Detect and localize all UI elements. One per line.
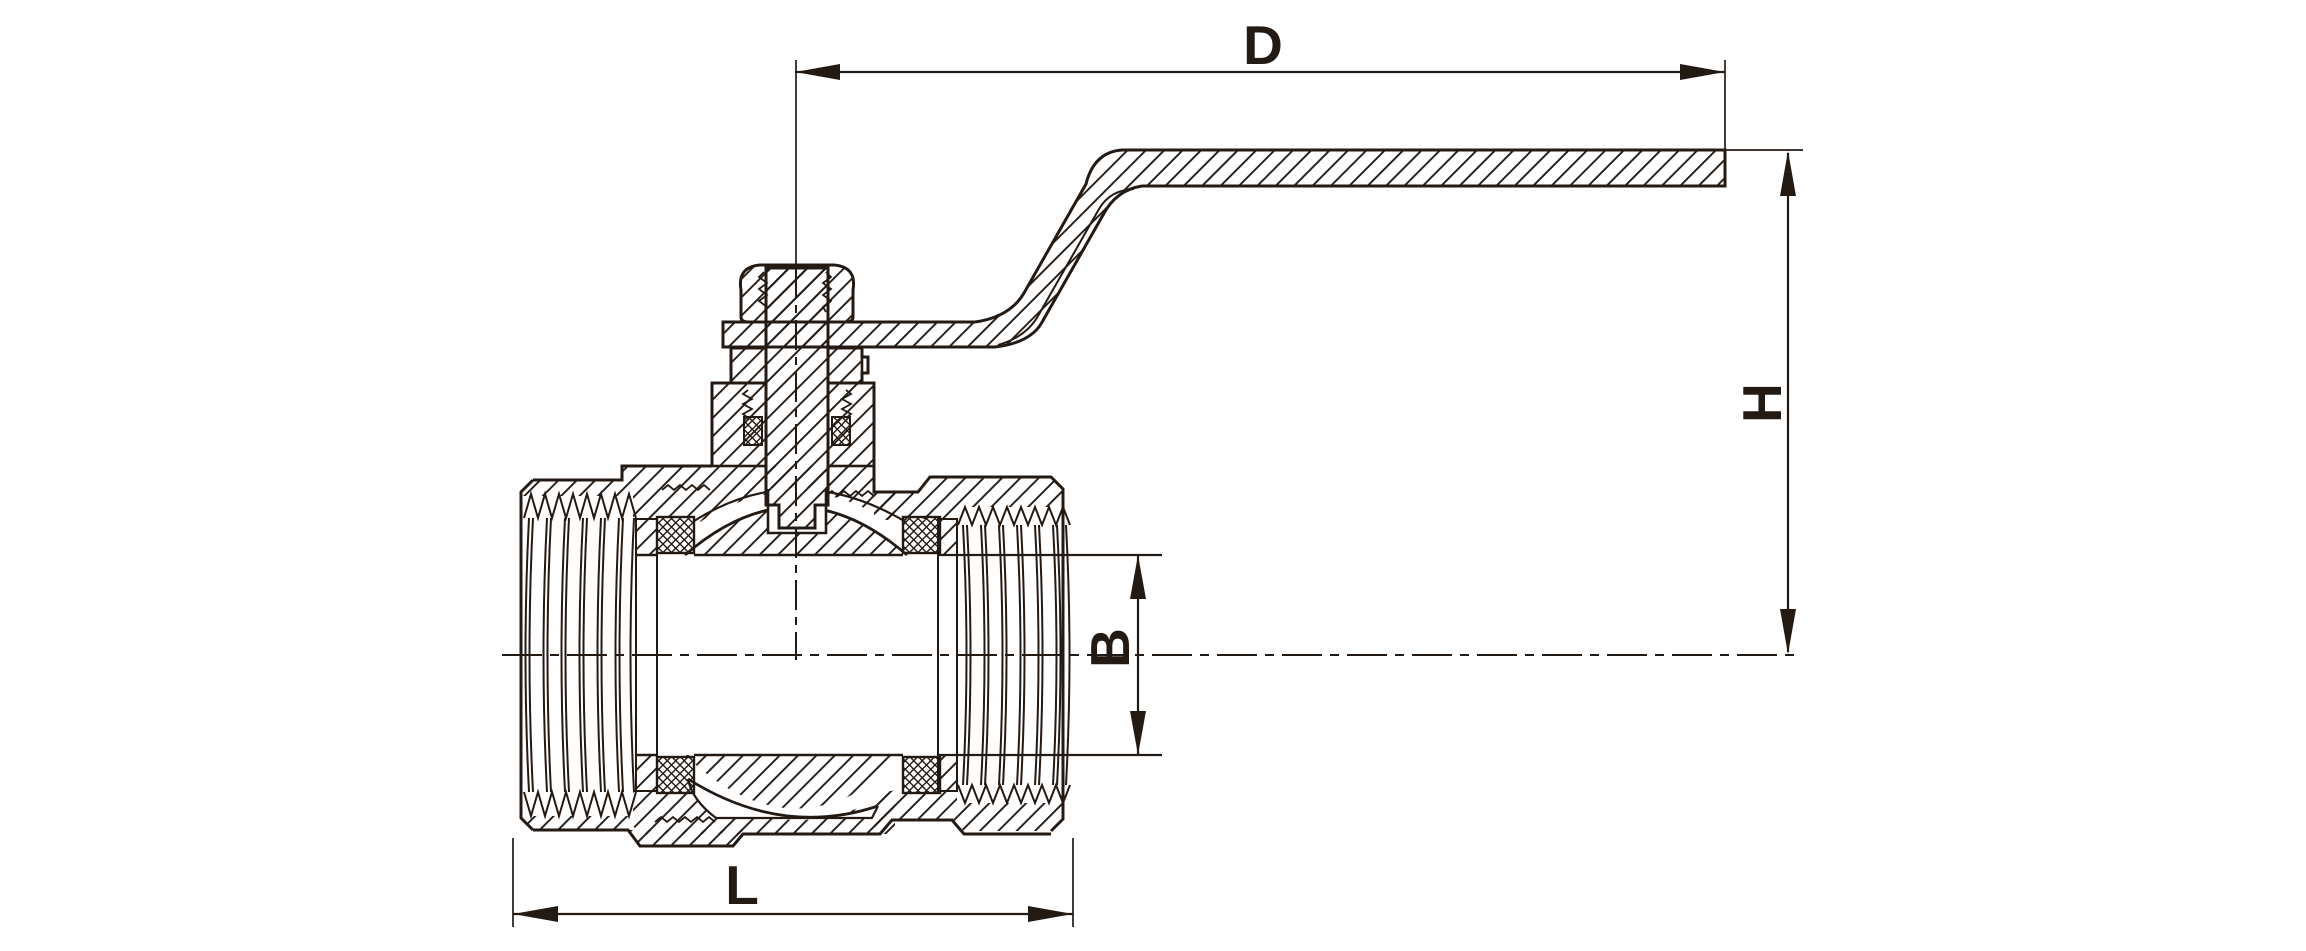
thread-crest-bottom-left — [523, 788, 637, 820]
dimension-label-D: D — [1243, 14, 1283, 76]
dimension-B — [1130, 555, 1146, 755]
thread-crest-bottom-right — [957, 782, 1071, 806]
body-outlines — [519, 346, 1065, 848]
ball-clearance-gap — [688, 779, 878, 818]
bore-extension-lines — [938, 553, 1162, 757]
arrowhead-down-icon — [1130, 711, 1146, 755]
dimension-L-extensions — [512, 838, 1074, 927]
stem-packing — [743, 416, 851, 446]
seat-bottom-right — [901, 755, 942, 795]
packing-springs — [741, 389, 853, 419]
ball-lower-section — [685, 755, 907, 809]
packing-nut-threads — [757, 271, 833, 313]
arrowhead-left-icon — [513, 906, 558, 922]
arrowhead-right-icon — [1680, 64, 1725, 80]
arrowhead-up-icon — [1130, 555, 1146, 599]
arrowhead-left-icon — [795, 64, 840, 80]
ball-seats — [655, 515, 942, 795]
dimension-label-L: L — [725, 854, 759, 916]
dimension-H — [1720, 149, 1803, 654]
thread-crest-top-right — [957, 504, 1071, 528]
arrowhead-down-icon — [1780, 609, 1796, 654]
dimension-label-B: B — [1079, 628, 1141, 668]
centerlines — [502, 60, 1802, 660]
lever-handle-inner-edge — [997, 188, 1135, 346]
thread-crest-top-left — [523, 490, 637, 522]
joint-thread-marks — [654, 483, 875, 824]
dimension-L — [512, 838, 1074, 927]
dimension-label-H: H — [1731, 383, 1793, 423]
arrowhead-up-icon — [1780, 151, 1796, 196]
dimension-D — [795, 60, 1726, 150]
seat-bottom-left — [655, 755, 696, 795]
seat-top-left — [655, 515, 696, 555]
seat-top-right — [901, 515, 942, 555]
bottom-boss — [628, 830, 743, 846]
arrowhead-right-icon — [1028, 906, 1073, 922]
